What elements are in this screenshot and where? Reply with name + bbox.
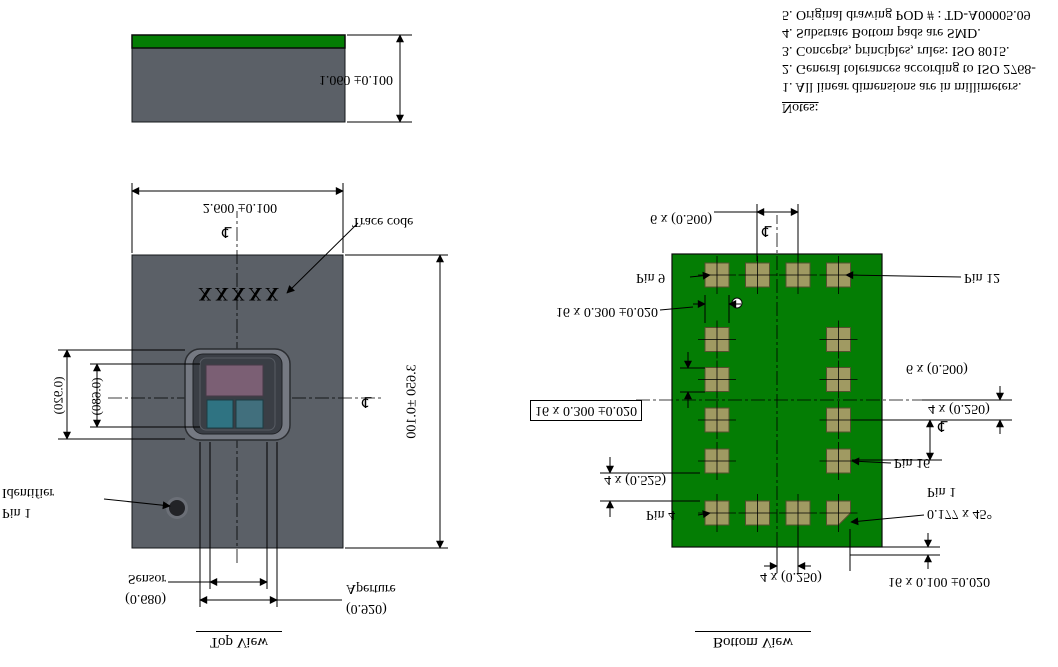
pin1-label: Pin 1 [927,484,957,499]
pitch-bottom-dim: 6 x (0.500) [650,211,712,226]
cl-offset-right-dim: 4 x (0.250) [928,401,990,416]
pin4-label: Pin 4 [646,507,676,522]
notes-title: Notes: [782,100,819,115]
pitch-right-dim: 6 x (0.500) [906,361,968,376]
edge-dim: 16 x 0.100 ±0.020 [888,574,991,589]
top-height-dim: 3.650 ±0.100 [404,364,420,439]
chamfer-dim: 0.177 x 45° [927,506,993,521]
pin1-identifier-label-line1: Pin 1 [2,505,32,520]
pin16-label: Pin 16 [894,455,931,470]
cl-offset-top-dim: 4 x (0.250) [760,569,822,584]
side-view [131,34,412,123]
note-item: 4. Substrate Bottom pads are SMD. [782,25,981,40]
top-view [58,183,448,607]
pin12-label: Pin 12 [964,270,1001,285]
aperture-side-dim: (0.920) [50,376,66,415]
aperture-dim-name: Aperture [346,581,396,596]
note-item: 5. Original drawing POD # : TD-A00005.09 [782,7,1031,22]
note-item: 2. General tolerances according to ISO 2… [782,61,1036,76]
trace-code-marking: XXXXX [198,283,282,304]
sensor-side-dim: (0.680) [88,377,104,416]
aperture-dim-value: (0.920) [346,601,387,616]
bottom-view-title: Bottom View [695,631,811,650]
top-width-dim: 2.600 ±0.100 [202,200,278,215]
trace-code-label: Trace code [352,214,414,229]
note-item: 1. All linear dimensions are in millimet… [782,79,1022,94]
pin1-identifier-label-line2: Identifier [2,485,55,500]
centerline-symbol: ℄ [938,417,948,433]
top-view-title: Top View [196,631,282,650]
pad-height-dim-boxed: 16 x 0.300 ±0.020 [530,400,643,421]
corner-gap-dim: 4 x (0.525) [604,472,666,487]
centerline-symbol: ℄ [762,222,772,238]
side-thickness-dim: 1.060 ±0.100 [318,72,393,87]
centerline-symbol: ℄ [222,223,232,239]
sensor-dim-value: (0.680) [125,591,166,606]
centerline-symbol: ℄ [362,393,372,409]
pin9-label: Pin 9 [636,270,666,285]
note-item: 3. Concepts, principles, rules: ISO 8015… [782,43,1010,58]
sensor-dim-name: Sensor [127,571,166,586]
pad-width-dim: 16 x 0.300 ±0.020 [555,304,658,319]
bottom-view [600,204,1012,573]
